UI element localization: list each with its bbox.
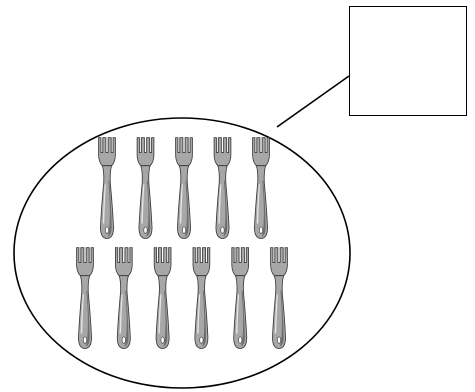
fork-icon [193,248,210,349]
fork-icon [77,248,94,349]
fork-icon [115,248,132,349]
fork-icon [271,248,288,349]
fork-icon [214,138,231,239]
fork-icon [137,138,154,239]
connector-line [277,76,349,127]
fork-icon [253,138,270,239]
fork-icon [99,138,116,239]
fork-icon [154,248,171,349]
fork-icon [176,138,193,239]
answer-box[interactable] [349,6,467,116]
forks-group [77,138,288,349]
fork-icon [232,248,249,349]
